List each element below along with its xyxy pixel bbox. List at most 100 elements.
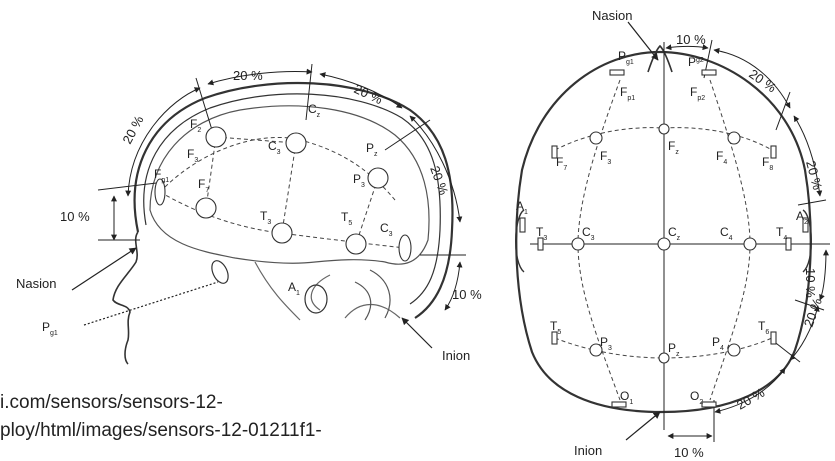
top-electrodes: [519, 69, 809, 408]
source-url-line-1: i.com/sensors/sensors-12-: [0, 392, 223, 413]
top-label-fz: Fz: [668, 139, 679, 156]
top-label-f7: F7: [556, 155, 567, 172]
top-label-a1: A1: [516, 199, 528, 216]
top-electrode-f8: [770, 145, 777, 159]
side-electrode-c3b: [398, 234, 412, 262]
top-electrode-t4: [785, 237, 792, 251]
top-label-fp2: Fp2: [690, 85, 705, 102]
side-electrode-c3: [285, 132, 307, 154]
side-electrode-p3: [367, 167, 389, 189]
top-inion-pointer: [625, 411, 661, 441]
pct-top-20: 20 %: [233, 68, 263, 83]
top-measure-arcs: [665, 44, 829, 439]
top-electrode-a2: [802, 217, 809, 233]
top-label-fp1: Fp1: [620, 85, 635, 102]
top-electrode-p4: [727, 343, 741, 357]
top-pct-bottom-10: 10 %: [674, 445, 704, 460]
side-spine: [354, 269, 391, 321]
top-electrode-a1: [519, 217, 526, 233]
side-jaw: [254, 261, 401, 321]
top-label-o1: O1: [620, 389, 633, 406]
a1-ellipse: [304, 284, 328, 314]
label-p3: P3: [353, 172, 365, 189]
top-label-t6: T6: [758, 319, 769, 336]
top-electrode-pg1: [609, 69, 625, 76]
top-ear-left: [515, 209, 525, 273]
top-label-t4: T4: [776, 225, 787, 242]
top-electrode-f4: [727, 131, 741, 145]
top-nose: [647, 44, 673, 73]
side-skull-inner: [143, 93, 441, 305]
top-label-o2: O2: [690, 389, 703, 406]
a1-label: A1: [288, 280, 300, 297]
top-label-p4: P4: [712, 335, 724, 352]
label-t3: T3: [260, 209, 271, 226]
side-tick-lines: [97, 63, 466, 256]
side-ear: [211, 260, 229, 284]
top-electrode-p3: [589, 343, 603, 357]
top-ear-right: [802, 209, 812, 273]
pg1-label: Pg1: [42, 320, 58, 337]
top-pct-10: 10 %: [676, 32, 706, 47]
top-electrode-f3: [589, 131, 603, 145]
side-measure-arcs: [111, 68, 463, 311]
inion-pointer: [401, 317, 433, 349]
top-electrode-pz: [658, 352, 670, 364]
side-brain-outline: [149, 105, 430, 265]
top-label-c4: C4: [720, 225, 733, 242]
label-f7: F7: [198, 177, 209, 194]
top-electrode-cz: [657, 237, 671, 251]
side-electrode-t3: [271, 222, 293, 244]
top-view-labels: Nasion Inion Pg1 Pg2 A1 A2 10 % 20 % 20 …: [516, 8, 825, 460]
top-electrode-t5: [551, 331, 558, 345]
pct-front-10: 10 %: [60, 209, 90, 224]
top-pct-right-10: 10 %: [803, 268, 818, 298]
top-pct-right-20c: 20 %: [801, 296, 825, 329]
top-electrode-o2: [701, 401, 717, 408]
top-label-c3: C3: [582, 225, 595, 242]
pct-back-10: 10 %: [452, 287, 482, 302]
top-electrode-c4: [743, 237, 757, 251]
top-label-f4: F4: [716, 149, 727, 166]
label-pz: Pz: [366, 141, 378, 158]
label-f3: F3: [187, 147, 198, 164]
label-c3: C3: [268, 139, 281, 156]
top-label-pz: Pz: [668, 341, 680, 358]
side-electrode-f7: [195, 197, 217, 219]
top-electrode-pg2: [701, 69, 717, 76]
top-electrode-t6: [770, 331, 777, 345]
top-label-a2: A2: [796, 209, 808, 226]
top-label-cz: Cz: [668, 225, 681, 242]
top-inion-label: Inion: [574, 443, 602, 458]
label-cz: Cz: [308, 102, 321, 119]
side-electrode-t5: [345, 233, 367, 255]
top-label-p3: P3: [600, 335, 612, 352]
nasion-label: Nasion: [16, 276, 56, 291]
top-electrode-f7: [551, 145, 558, 159]
source-url-line-2: ploy/html/images/sensors-12-01211f1-: [0, 420, 322, 441]
inion-label: Inion: [442, 348, 470, 363]
pg1-pointer: [83, 281, 219, 326]
label-f2: F2: [190, 117, 201, 134]
top-tick-lines: [703, 39, 827, 442]
top-nasion-pointer: [627, 21, 659, 61]
side-electrodes: [154, 126, 412, 262]
label-t5: T5: [341, 210, 352, 227]
top-electrode-t3: [537, 237, 544, 251]
face-profile: [112, 231, 139, 365]
top-label-pg2: Pg2: [688, 55, 704, 69]
label-fp1: Fp1: [154, 167, 169, 184]
top-view: [515, 21, 830, 442]
top-electrode-c3: [571, 237, 585, 251]
top-electrode-fz: [658, 123, 670, 135]
side-view: [71, 63, 466, 365]
top-electrode-o1: [611, 401, 627, 408]
side-electrode-f3: [205, 126, 227, 148]
side-electrode-fp1: [154, 178, 166, 206]
top-label-t3: T3: [536, 225, 547, 242]
top-nasion-label: Nasion: [592, 8, 632, 23]
nasion-pointer: [71, 247, 137, 291]
top-label-f3: F3: [600, 149, 611, 166]
top-label-t5: T5: [550, 319, 561, 336]
